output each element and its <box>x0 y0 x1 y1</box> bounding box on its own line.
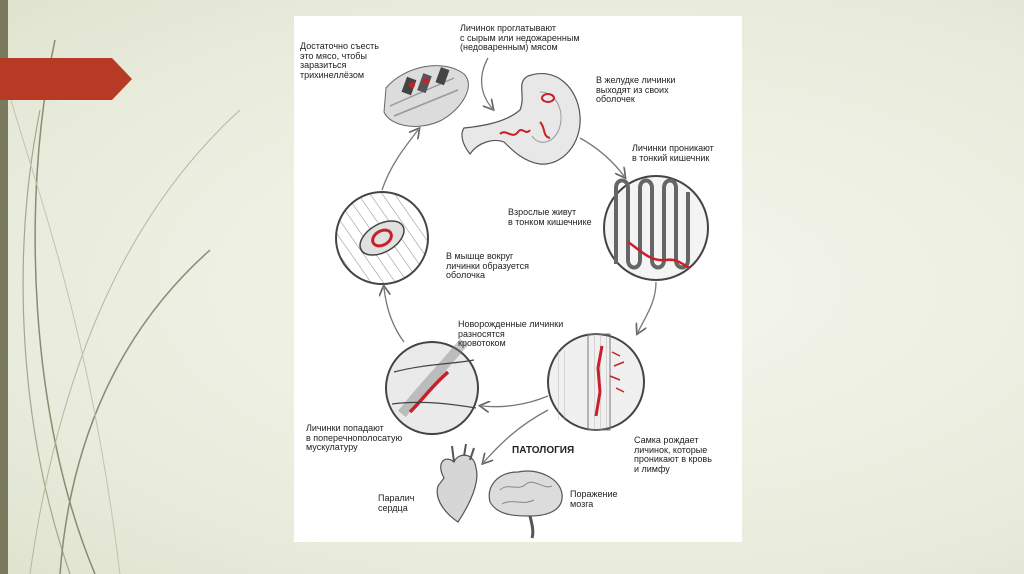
label-penetrate-intestine: Личинки проникают в тонкий кишечник <box>632 143 714 163</box>
label-heart-paralysis: Паралич сердца <box>378 493 415 513</box>
label-female-births: Самка рождает личинок, которые проникают… <box>634 435 712 474</box>
trichinosis-life-cycle-diagram: Достаточно съесть это мясо, чтобы зарази… <box>294 16 742 542</box>
encysted-larva-circle <box>335 191 429 285</box>
decorative-curves <box>7 39 241 574</box>
intestine-circle <box>603 175 709 281</box>
title-accent-tab <box>0 58 132 100</box>
heart-illustration <box>436 443 478 523</box>
diagram-artwork <box>335 57 709 539</box>
label-newborn-blood: Новорожденные личинки разносятся кровото… <box>458 319 564 348</box>
label-striated-muscle: Личинки попадают в поперечнополосатую му… <box>306 423 403 452</box>
blood-vessel-circle <box>547 333 645 431</box>
stomach-illustration <box>461 73 581 165</box>
label-adults-live: Взрослые живут в тонком кишечнике <box>508 207 592 227</box>
label-stomach: В желудке личинки выходят из своих оболо… <box>596 75 676 104</box>
brain-illustration <box>488 470 563 539</box>
label-muscle-capsule: В мышце вокруг личинки образуется оболоч… <box>446 251 530 280</box>
infected-meat-illustration <box>383 65 469 127</box>
label-pathology: ПАТОЛОГИЯ <box>512 445 575 456</box>
muscle-larva-circle <box>385 338 479 435</box>
label-eat-meat: Достаточно съесть это мясо, чтобы зарази… <box>300 41 379 80</box>
label-brain-damage: Поражение мозга <box>570 489 618 509</box>
cycle-arrows <box>382 57 657 462</box>
label-swallow: Личинок проглатывают с сырым или недожар… <box>460 23 580 52</box>
left-accent-bar <box>0 0 8 574</box>
